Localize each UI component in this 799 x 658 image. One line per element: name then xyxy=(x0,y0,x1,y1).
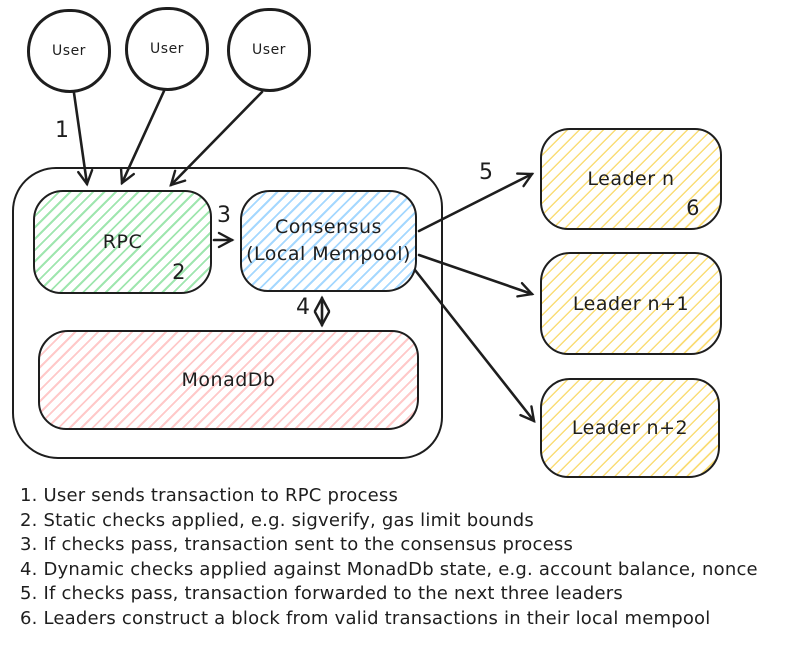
legend-item-2: 2. Static checks applied, e.g. sigverify… xyxy=(20,509,534,531)
flow-legend: 1. User sends transaction to RPC process… xyxy=(20,484,799,632)
arrow-consensus-to-leader-n2 xyxy=(413,268,536,423)
legend-item-6: 6. Leaders construct a block from valid … xyxy=(20,607,711,629)
legend-item-1: 1. User sends transaction to RPC process xyxy=(20,485,399,506)
monaddb-box: MonadDb xyxy=(38,330,419,430)
step-2-badge: 2 xyxy=(172,260,186,284)
arrow-user2-to-rpc xyxy=(119,89,166,186)
arrow-user3-to-rpc xyxy=(169,90,264,187)
step-6-badge: 6 xyxy=(686,196,700,220)
arrow-consensus-to-leader-n xyxy=(417,172,535,233)
step-5-label: 5 xyxy=(479,160,493,185)
arrow-user1-to-rpc xyxy=(72,91,94,187)
step-3-label: 3 xyxy=(217,203,231,228)
step-1-label: 1 xyxy=(55,118,69,143)
legend-item-4: 4. Dynamic checks applied against MonadD… xyxy=(20,558,758,580)
leader-n2-box: Leader n+2 xyxy=(540,378,720,478)
legend-item-3: 3. If checks pass, transaction sent to t… xyxy=(20,534,574,556)
leader-n1-box: Leader n+1 xyxy=(540,252,722,355)
step-4-label: 4 xyxy=(296,295,310,320)
legend-item-5: 5. If checks pass, transaction forwarded… xyxy=(20,583,623,605)
arrow-consensus-to-leader-n1 xyxy=(417,253,535,298)
rpc-box: RPC 2 xyxy=(33,190,212,294)
